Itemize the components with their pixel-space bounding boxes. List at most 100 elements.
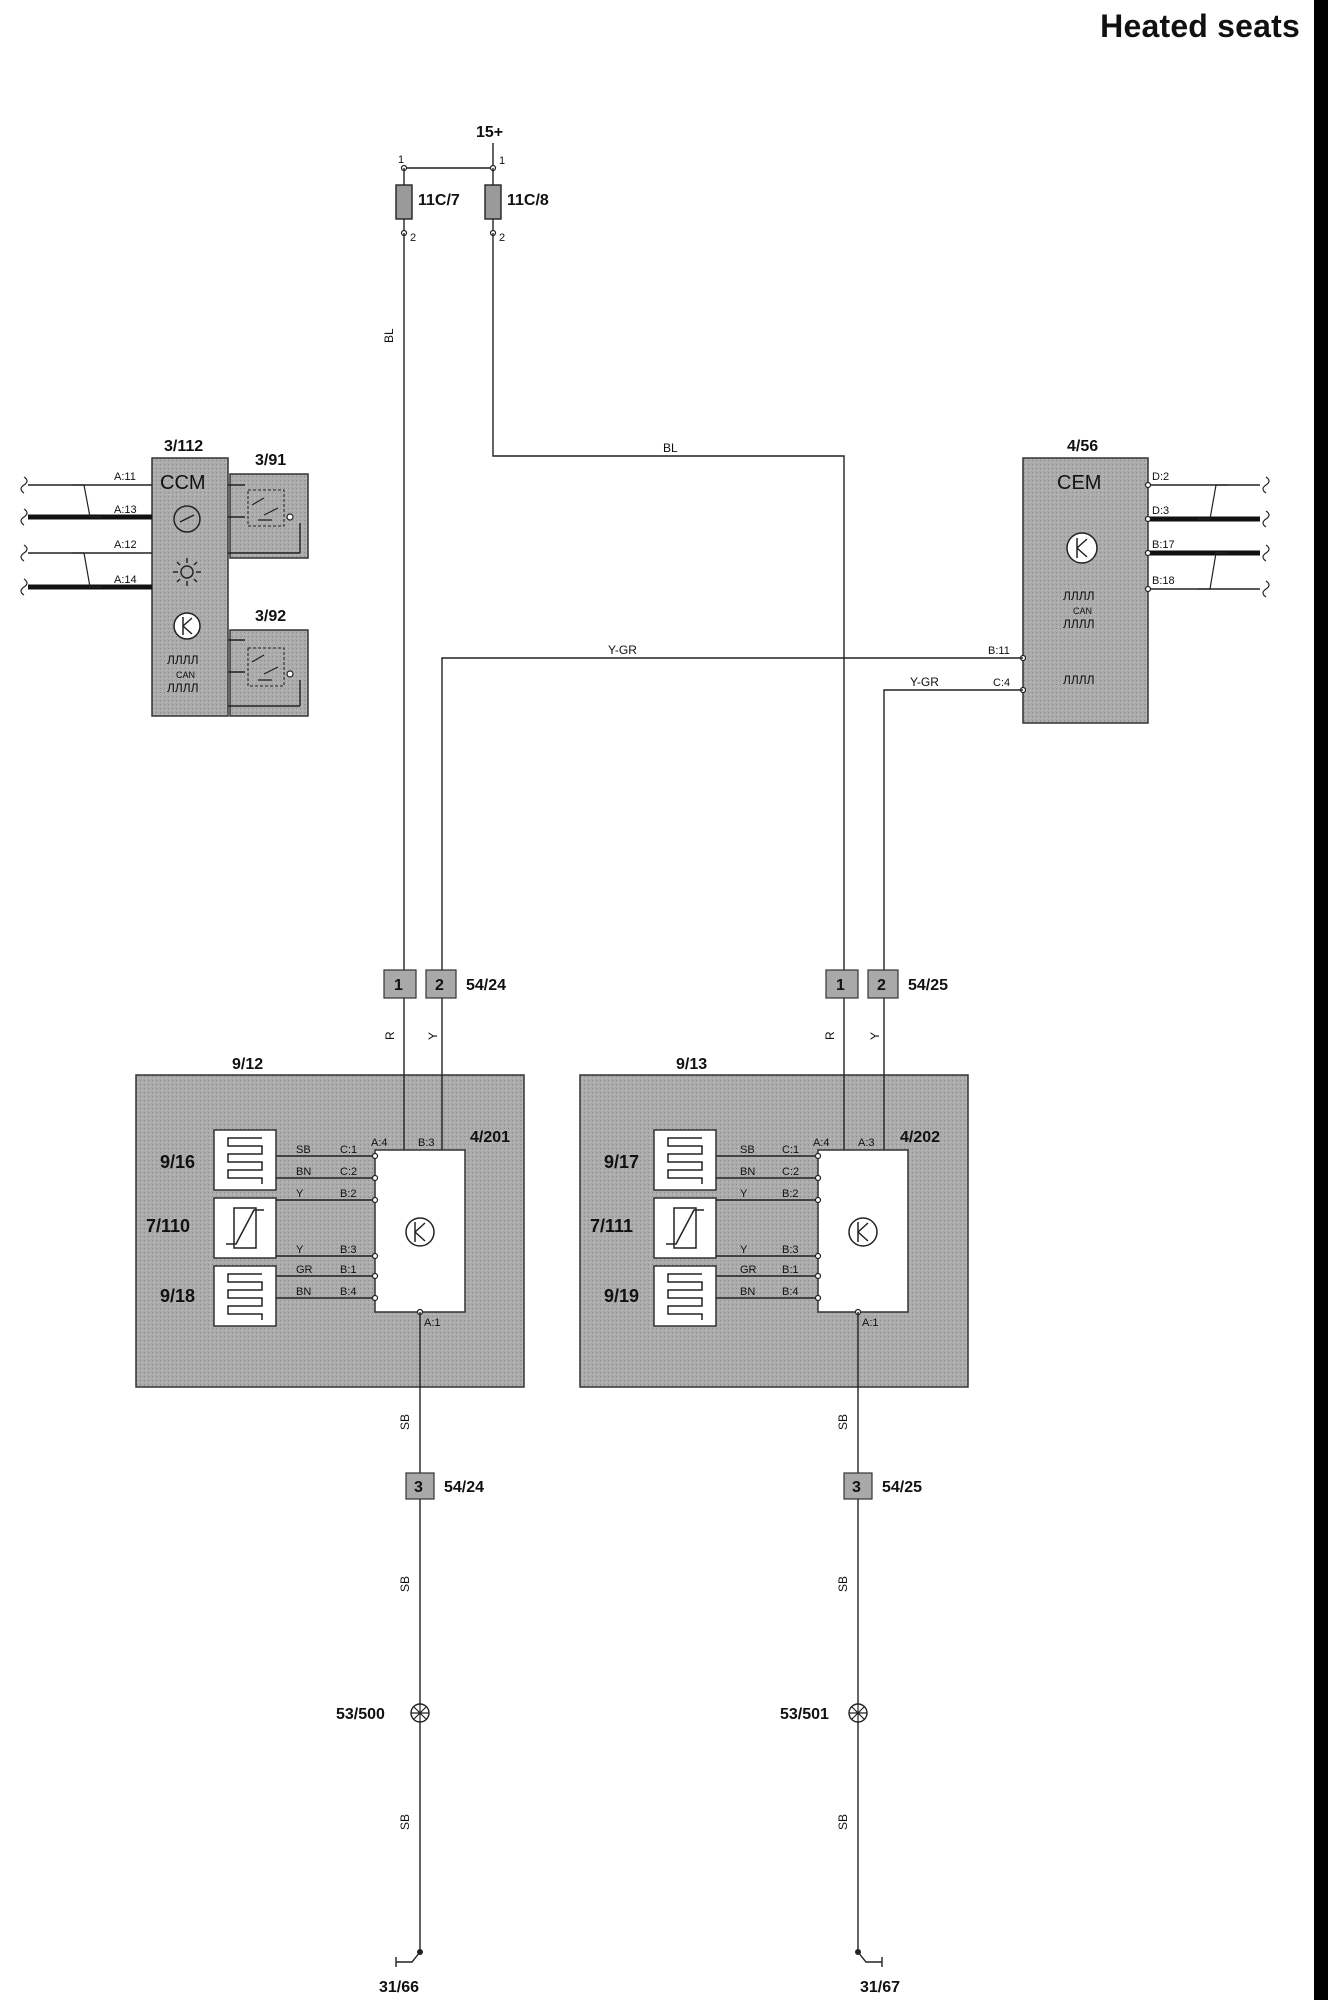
seat-left-ground-connector-pin: 3 xyxy=(414,1479,423,1496)
splice-icon xyxy=(848,1703,868,1723)
ccm-bus-lines xyxy=(20,476,152,596)
connector-54-25-pin1: 1 xyxy=(836,977,845,994)
seat-right-wire-4-pin: B:3 xyxy=(782,1244,799,1256)
connector-54-24: 1 2 54/24 R Y xyxy=(383,969,506,1040)
wire-bl-right xyxy=(492,233,845,1075)
cem-can-2: CAN xyxy=(1073,606,1092,616)
fuse-11c7-pin2: 2 xyxy=(410,232,416,244)
ccm-box xyxy=(151,457,229,717)
fuse-11c8-body xyxy=(484,184,502,220)
seat-right-wire-6-pin: B:4 xyxy=(782,1286,799,1298)
seat-left-wire-5-color: GR xyxy=(296,1264,313,1276)
wire-ygr-right-label: Y-GR xyxy=(910,675,939,689)
seat-left-wire-2-color: BN xyxy=(296,1166,311,1178)
gauge-icon xyxy=(173,505,201,533)
cem-pin-c4: C:4 xyxy=(993,677,1010,689)
seat-left-id: 9/12 xyxy=(232,1056,263,1073)
thermistor-icon xyxy=(226,1207,264,1249)
supply-label: 15+ xyxy=(476,124,503,141)
seat-right-wire-3-pin: B:2 xyxy=(782,1188,799,1200)
ccm-name: CCM xyxy=(160,472,206,494)
heater-element-icon xyxy=(667,1273,703,1320)
ccm-can-1: ЛЛЛЛ xyxy=(167,653,199,667)
heater-back-left xyxy=(213,1129,277,1191)
fuse-11c8: 11C/8 2 xyxy=(484,168,549,244)
seat-left-ground-wire-label-3: SB xyxy=(398,1814,412,1830)
switch-unit-3-92: 3/92 xyxy=(228,608,309,717)
seat-right-id: 9/13 xyxy=(676,1056,707,1073)
seat-left-box xyxy=(135,1074,525,1388)
cem-id: 4/56 xyxy=(1067,438,1098,455)
seat-right-ground-wire-label-2: SB xyxy=(836,1576,850,1592)
seat-right-wire-4-color: Y xyxy=(740,1244,748,1256)
wire-y-right: Y xyxy=(868,1032,882,1040)
connector-54-24-pin1: 1 xyxy=(394,977,403,994)
seat-left-wire-3-color: Y xyxy=(296,1188,304,1200)
ccm-module: 3/112 CCM ЛЛЛЛ CAN ЛЛЛЛ xyxy=(20,438,229,717)
heater-cushion-right xyxy=(653,1265,717,1327)
ccm-pin-a14: A:14 xyxy=(114,574,137,586)
seat-right-wire-5-pin: B:1 xyxy=(782,1264,799,1276)
cem-can-1: ЛЛЛЛ xyxy=(1063,589,1095,603)
connector-54-24-pin2: 2 xyxy=(435,977,444,994)
ccm-pin-a12: A:12 xyxy=(114,539,137,551)
seat-left-wire-6-pin: B:4 xyxy=(340,1286,357,1298)
seat-left-pin-b3: B:3 xyxy=(418,1137,435,1149)
switch-3-92-id: 3/92 xyxy=(255,608,286,625)
fuse-11c7-body xyxy=(395,184,413,220)
ccm-id: 3/112 xyxy=(164,438,203,455)
seat-left-wire-4-pin: B:3 xyxy=(340,1244,357,1256)
seat-right-wire-2-color: BN xyxy=(740,1166,755,1178)
wire-ygr-left-label: Y-GR xyxy=(608,643,637,657)
connector-54-25: 1 2 54/25 R Y xyxy=(823,969,948,1040)
seat-right-wire-1-pin: C:1 xyxy=(782,1144,799,1156)
seat-left-ground-connector: 54/24 xyxy=(444,1479,484,1496)
cem-bus-lines xyxy=(1144,476,1270,598)
seat-left-wire-4-color: Y xyxy=(296,1244,304,1256)
cem-lin: ЛЛЛЛ xyxy=(1063,673,1095,687)
seat-right-ground-wire-label-1: SB xyxy=(836,1414,850,1430)
seat-left-ground-wire-label-2: SB xyxy=(398,1576,412,1592)
connector-54-25-pin2: 2 xyxy=(877,977,886,994)
sensor-right-id: 7/111 xyxy=(590,1216,633,1236)
switch-icon xyxy=(228,484,301,554)
control-module-icon xyxy=(1066,532,1098,564)
fuse-11c8-label: 11C/8 xyxy=(507,192,549,209)
heater-cushion-left xyxy=(213,1265,277,1327)
switch-icon xyxy=(228,639,301,707)
heater-back-left-id: 9/16 xyxy=(160,1152,195,1172)
seat-right-wires xyxy=(716,1152,822,1302)
seat-right-splice: 53/501 xyxy=(780,1706,829,1723)
seat-right-wire-5-color: GR xyxy=(740,1264,757,1276)
ccm-pin-a11: A:11 xyxy=(114,471,136,483)
switch-3-91-id: 3/91 xyxy=(255,452,286,469)
seat-right-ground-point: 31/67 xyxy=(860,1979,900,1996)
cem-box xyxy=(1022,457,1149,724)
seat-left-splice: 53/500 xyxy=(336,1706,385,1723)
seat-left-wire-6-color: BN xyxy=(296,1286,311,1298)
cem-pin-b18: B:18 xyxy=(1152,575,1175,587)
heater-back-right-id: 9/17 xyxy=(604,1152,639,1172)
heater-back-right xyxy=(653,1129,717,1191)
wire-ygr-left xyxy=(441,657,1023,1075)
control-module-icon xyxy=(173,612,201,640)
seat-right-wire-6-color: BN xyxy=(740,1286,755,1298)
seat-right-pin-a3: A:3 xyxy=(858,1137,875,1149)
wire-y-left: Y xyxy=(426,1032,440,1040)
ccm-can-3: ЛЛЛЛ xyxy=(167,681,199,695)
wire-bl-right-label: BL xyxy=(663,441,678,455)
seat-right-ground-connector: 54/25 xyxy=(882,1479,922,1496)
cem-pin-b11: B:11 xyxy=(988,645,1010,657)
connector-54-24-label: 54/24 xyxy=(466,977,506,994)
seat-left-wire-1-pin: C:1 xyxy=(340,1144,357,1156)
seat-left: 9/12 4/201 A:4 B:3 9/16 7/110 9/18 xyxy=(135,1056,525,1996)
seat-left-wire-2-pin: C:2 xyxy=(340,1166,357,1178)
seat-left-wire-1-color: SB xyxy=(296,1144,311,1156)
cem-pin-d3: D:3 xyxy=(1152,505,1169,517)
seat-left-wire-5-pin: B:1 xyxy=(340,1264,357,1276)
wire-ygr-right xyxy=(883,689,1023,1075)
fuse-11c7: 11C/7 2 xyxy=(395,168,460,244)
wire-r-right: R xyxy=(823,1031,837,1040)
light-icon xyxy=(173,558,201,586)
thermistor-icon xyxy=(666,1207,704,1249)
